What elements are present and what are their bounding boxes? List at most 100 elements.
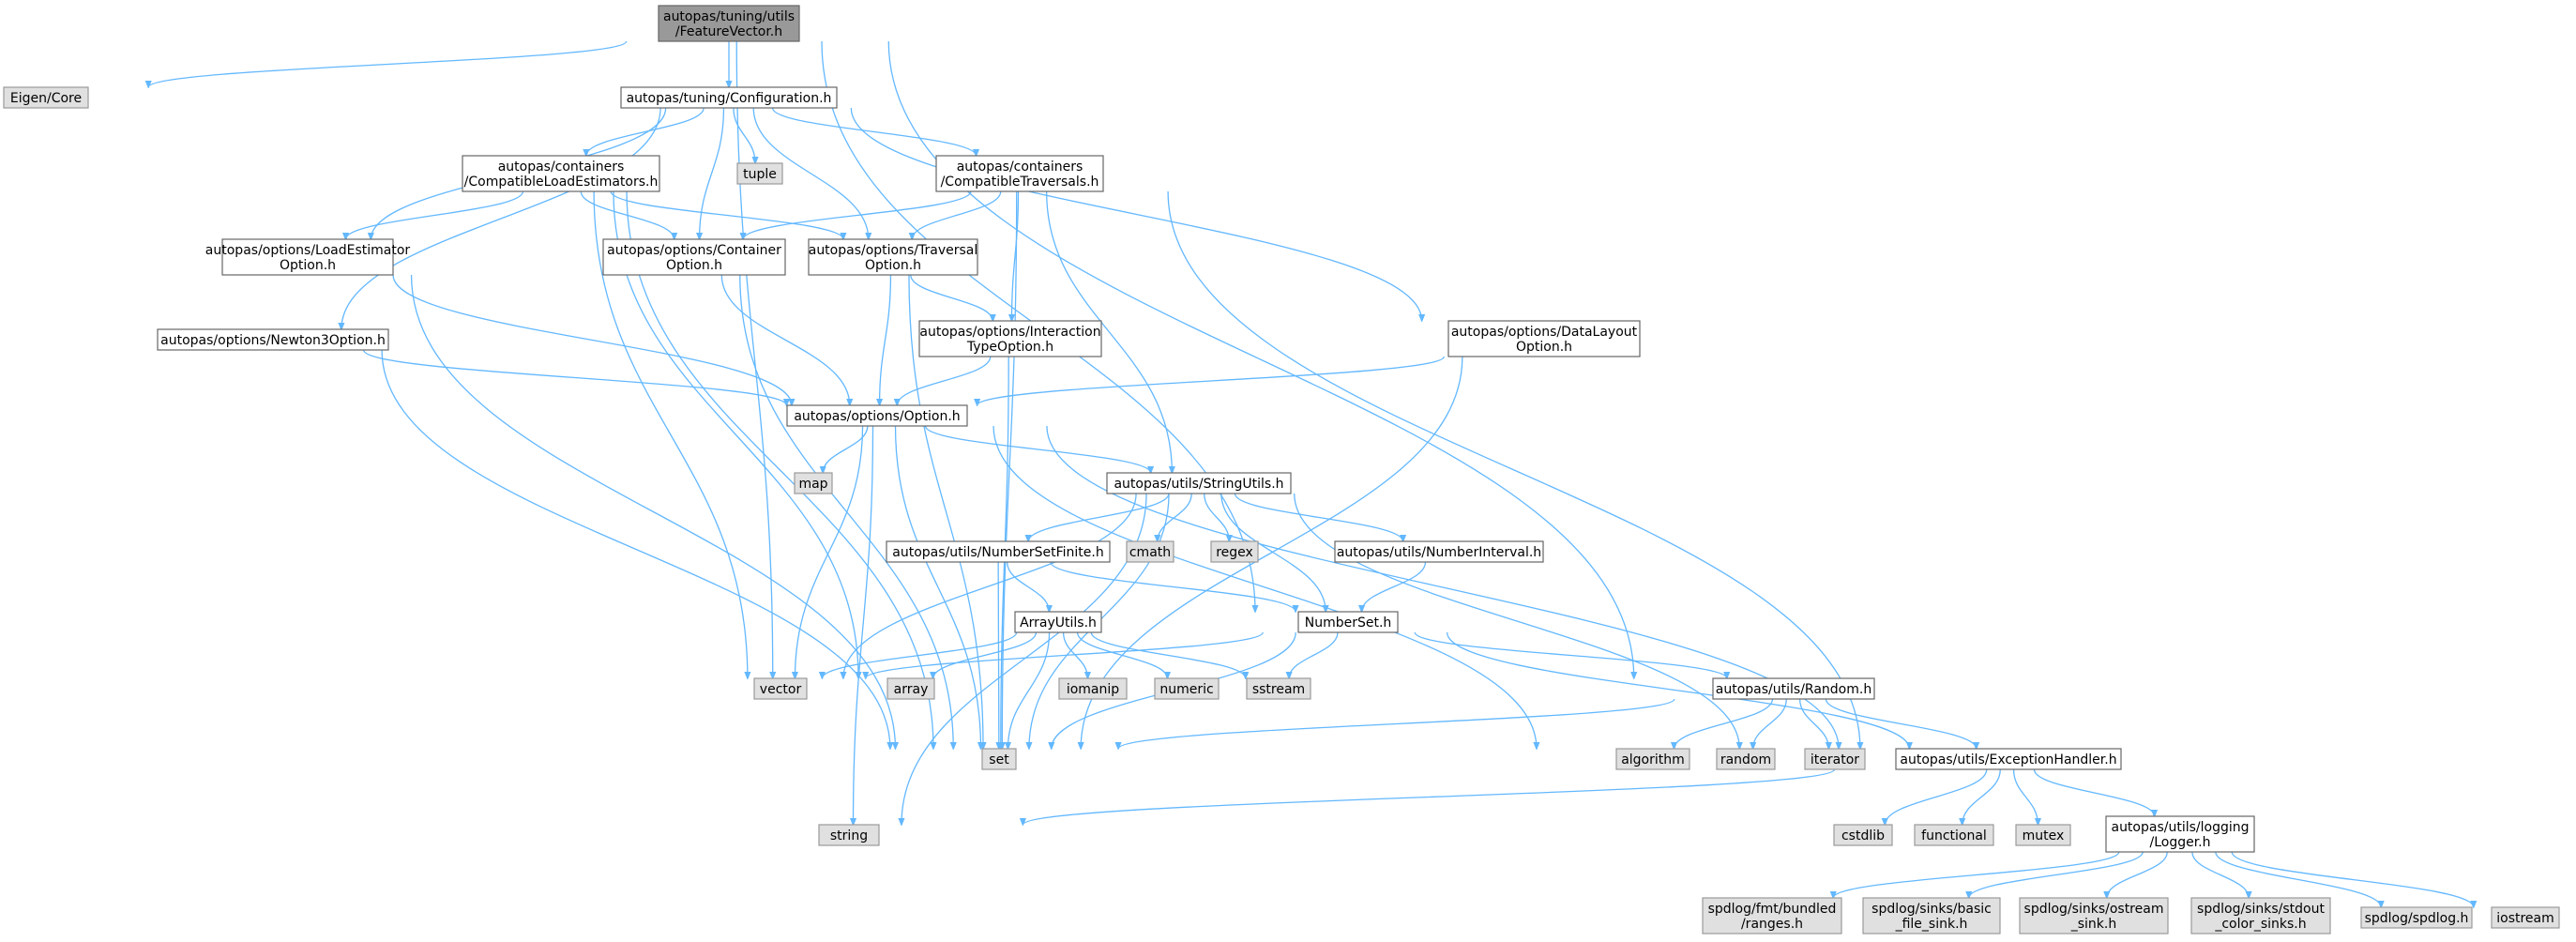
node-box [221,238,394,276]
edge-compat_trav-to-stringutils [1046,190,1173,473]
edge-compat_trav-to-traversal_opt [912,190,1002,239]
node-label-line: autopas/options/Option.h [794,409,960,424]
edge-compat_trav-to-interaction_opt [1012,190,1020,321]
node-label-line: string [830,828,868,843]
node-box [1615,748,1690,770]
node-label-line: _file_sink.h [1895,917,1968,932]
node-box [2019,897,2169,934]
node-newton3-opt[interactable]: autopas/options/Newton3Option.h [157,328,389,351]
node-compat-trav[interactable]: autopas/containers/CompatibleTraversals.… [935,155,1104,192]
node-spd-stdout: spdlog/sinks/stdout_color_sinks.h [2190,897,2331,934]
node-label-line: map [798,477,827,492]
edge-numberset-to-vector [866,631,1264,678]
edge-logger-to-spd_ranges [1833,851,2120,898]
edge-exceptionhandler-to-cstdlib [1885,768,1988,825]
node-label-line: array [894,682,929,697]
node-label-line: /FeatureVector.h [675,24,782,39]
node-box [157,328,389,351]
node-label-line: cstdlib [1841,828,1885,843]
node-arrayutils[interactable]: ArrayUtils.h [1014,611,1102,633]
node-box [1702,897,1842,934]
node-cmath: cmath [1126,540,1174,563]
edge-exceptionhandler-to-logger [2033,768,2154,816]
node-box [2360,906,2473,929]
node-numberset[interactable]: NumberSet.h [1297,611,1399,633]
node-random-h[interactable]: autopas/utils/Random.h [1712,677,1875,700]
node-numberinterval[interactable]: autopas/utils/NumberInterval.h [1334,540,1544,563]
node-label-line: /CompatibleLoadEstimators.h [464,175,659,190]
node-box [1334,540,1544,563]
node-label-line: Option.h [666,258,722,273]
node-box [918,320,1102,357]
node-box [1014,611,1102,633]
node-option[interactable]: autopas/options/Option.h [786,404,968,427]
node-box [658,5,800,42]
node-box [1210,540,1259,563]
node-label-line: /Logger.h [2149,835,2210,850]
edge-stringutils-to-numberset [1220,493,1326,612]
edge-stringutils-to-numbersetfinite [1028,493,1170,541]
node-spd-basic: spdlog/sinks/basic_file_sink.h [1862,897,2001,934]
node-box [1712,677,1875,700]
edge-logger-to-spd_stdout [2191,851,2249,898]
edge-exceptionhandler-to-functional [1962,768,2001,825]
edge-numberset-to-random_h [1414,631,1727,678]
edge-configuration-to-container_opt [700,107,725,239]
edge-stringutils-to-numberinterval [1234,493,1402,541]
edge-compat_load-to-loadest_opt [346,190,524,239]
node-box [935,155,1104,192]
edge-container_opt-to-option [720,274,850,405]
node-eigen: Eigen/Core [3,86,89,109]
node-configuration[interactable]: autopas/tuning/Configuration.h [620,86,838,109]
node-label-line: set [989,752,1009,767]
edge-random_h-to-iterator [1798,698,1829,749]
edge-numbersetfinite-to-set [998,561,999,749]
node-featurevector[interactable]: autopas/tuning/utils/FeatureVector.h [658,5,800,42]
node-label-line: spdlog/sinks/basic [1871,902,1992,917]
node-spd-spdlog: spdlog/spdlog.h [2360,906,2473,929]
edge-arrayutils-to-array [933,631,1038,678]
node-label-line: /ranges.h [1741,917,1803,932]
node-box [2015,824,2071,846]
node-box [1833,824,1893,846]
node-compat-load[interactable]: autopas/containers/CompatibleLoadEstimat… [462,155,660,192]
edge-numberset-to-sstream [1289,631,1339,678]
edge-arrayutils-to-vector [822,631,1018,678]
node-label-line: autopas/options/LoadEstimator [205,243,411,258]
node-label-line: autopas/containers [957,160,1083,175]
node-exceptionhandler[interactable]: autopas/utils/ExceptionHandler.h [1895,748,2122,770]
edge-configuration-to-datalayout_opt [850,107,1421,321]
node-sstream: sstream [1246,677,1311,700]
edge-compat_load-to-set [626,190,933,749]
node-label-line: cmath [1129,545,1171,560]
node-label-line: autopas/utils/NumberSetFinite.h [892,545,1103,560]
node-label-line: Eigen/Core [10,91,82,106]
node-logger[interactable]: autopas/utils/logging/Logger.h [2105,815,2255,853]
edge-logger-to-spd_ostream [2107,851,2168,898]
node-tuple: tuple [736,162,783,185]
edge-featurevector-to-random_h [887,40,1634,678]
node-label-line: autopas/options/DataLayout [1451,325,1638,340]
edge-numbersetfinite-to-numberset [1050,561,1296,612]
edge-traversal_opt-to-option [880,274,892,405]
node-label-line: _sink.h [2070,917,2117,932]
edge-logger-to-spd_basic [1969,851,2144,898]
node-box [753,677,808,700]
edge-arrayutils-to-set [1008,631,1051,749]
edge-arrayutils-to-sstream [1090,631,1246,678]
node-stringutils[interactable]: autopas/utils/StringUtils.h [1106,472,1292,494]
node-numbersetfinite[interactable]: autopas/utils/NumberSetFinite.h [886,540,1111,563]
node-algorithm: algorithm [1615,748,1690,770]
node-numeric: numeric [1154,677,1220,700]
edge-logger-to-iostream [2231,851,2474,907]
node-regex: regex [1210,540,1259,563]
node-vector: vector [753,677,808,700]
edge-random_h-to-random [1753,698,1787,749]
node-box [1862,897,2001,934]
edge-numberset-to-exceptionhandler [1446,631,1910,749]
